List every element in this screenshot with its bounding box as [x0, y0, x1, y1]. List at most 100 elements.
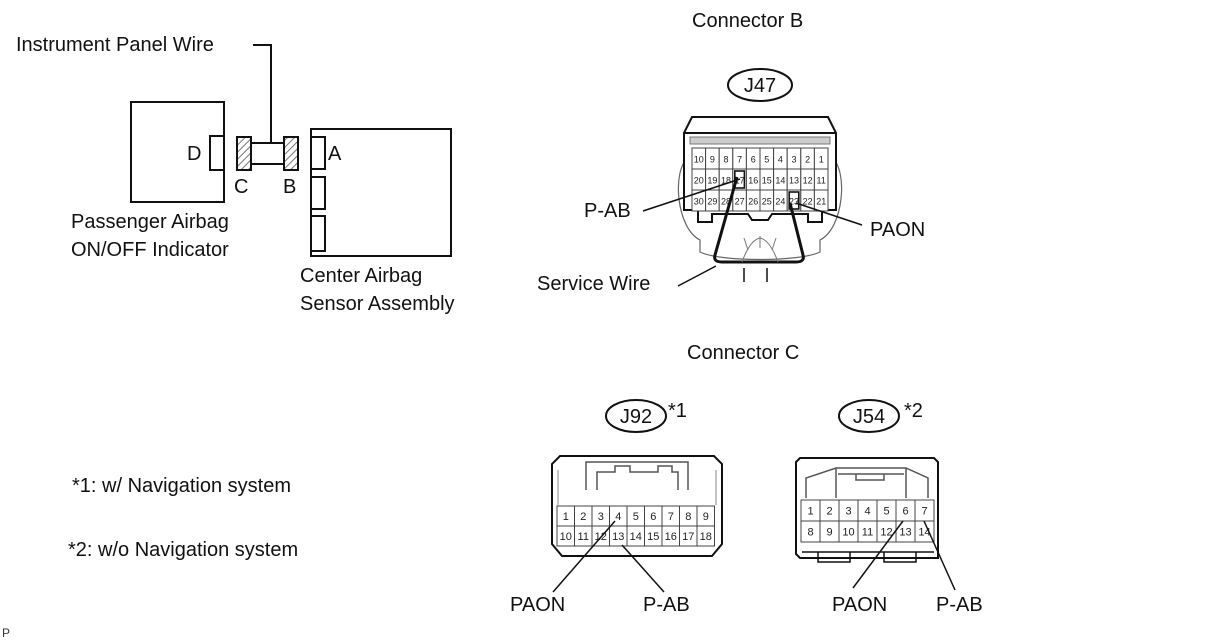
pin-number: 8	[723, 155, 728, 165]
pin-number: 27	[735, 197, 745, 207]
pin-number: 5	[633, 511, 639, 523]
pin-number: 22	[803, 197, 813, 207]
pin-number: 6	[650, 511, 656, 523]
pin-number: 2	[580, 511, 586, 523]
pin-number: 11	[862, 527, 873, 539]
pin-number: 13	[789, 176, 799, 186]
sensor-label-1: Center Airbag	[300, 265, 422, 287]
pin-number: 12	[803, 176, 813, 186]
pin-number: 16	[665, 531, 677, 543]
pin-number: 28	[721, 197, 731, 207]
pin-number: 20	[694, 176, 704, 186]
pin-number: 16	[748, 176, 758, 186]
connector-d-socket	[209, 135, 225, 171]
pin-number: 18	[700, 531, 712, 543]
pin-number: 8	[685, 511, 691, 523]
pin-number: 4	[864, 506, 870, 518]
pin-number: 2	[826, 506, 832, 518]
pin-number: 7	[737, 155, 742, 165]
pin-number: 10	[842, 527, 854, 539]
pin-number: 15	[762, 176, 772, 186]
pin-highlight	[788, 191, 800, 210]
connector-b-pab-label: P-AB	[584, 200, 631, 222]
connector-c-heading: Connector C	[687, 342, 799, 364]
pin-number: 3	[845, 506, 851, 518]
service-wire-label: Service Wire	[537, 273, 650, 295]
pin-number: 17	[682, 531, 694, 543]
pin-number: 11	[817, 176, 826, 186]
j54-code: J54	[853, 406, 885, 428]
connector-b-heading: Connector B	[692, 10, 803, 32]
pin-number: 29	[707, 197, 717, 207]
pin-number: 10	[694, 155, 704, 165]
pin-number: 6	[751, 155, 756, 165]
pin-number: 3	[598, 511, 604, 523]
pin-number: 15	[647, 531, 659, 543]
pin-number: 14	[630, 531, 642, 543]
pin-number: 2	[805, 155, 810, 165]
note-1: *1: w/ Navigation system	[72, 475, 291, 497]
service-wire	[713, 176, 805, 264]
pin-number: 1	[807, 506, 813, 518]
connector-d-letter: D	[187, 143, 201, 165]
j92-code: J92	[620, 406, 652, 428]
pin-number: 13	[612, 531, 624, 543]
sensor-label-2: Sensor Assembly	[300, 293, 455, 315]
connector-b-code: J47	[744, 75, 776, 97]
connector-c-letter: C	[234, 176, 248, 198]
pin-number: 8	[807, 527, 813, 539]
pin-number: 10	[560, 531, 572, 543]
pin-number: 9	[826, 527, 832, 539]
pin-number: 18	[721, 176, 731, 186]
pin-number: 24	[775, 197, 785, 207]
passenger-airbag-indicator-box	[130, 101, 225, 203]
instrument-panel-wire-label: Instrument Panel Wire	[16, 34, 214, 56]
left-overview: Instrument Panel Wire D C B A Passenger …	[16, 34, 455, 315]
connector-b-letter: B	[283, 176, 296, 198]
pin-number: 4	[615, 511, 621, 523]
wire-leader-line	[253, 44, 272, 142]
j92-note: *1	[668, 400, 687, 422]
connector-b-code-oval	[727, 68, 793, 102]
connector-b-paon-label: PAON	[870, 219, 925, 241]
connector-c-plug	[236, 136, 252, 171]
j54-paon-label: PAON	[832, 594, 887, 616]
j54-code-oval	[838, 399, 900, 433]
indicator-label-1: Passenger Airbag	[71, 211, 229, 233]
pin-cell	[696, 525, 715, 547]
pin-number: 9	[710, 155, 715, 165]
pin-number: 7	[668, 511, 674, 523]
pin-number: 3	[791, 155, 796, 165]
sensor-socket-2	[310, 176, 326, 210]
sensor-socket-3	[310, 215, 326, 252]
connector-b-plug	[283, 136, 299, 171]
note-2: *2: w/o Navigation system	[68, 539, 298, 561]
pin-number: 1	[819, 155, 824, 165]
connector-b-hood	[677, 157, 843, 261]
pin-number: 30	[694, 197, 704, 207]
j54-note: *2	[904, 400, 923, 422]
pin-number: 5	[883, 506, 889, 518]
pin-number: 9	[703, 511, 709, 523]
pin-number: 25	[762, 197, 772, 207]
pin-number: 19	[707, 176, 717, 186]
connector-c-group: Connector C J92 *1 123456789101112131415…	[510, 342, 983, 616]
j92-pin-grid: 123456789101112131415161718	[556, 505, 715, 547]
pin-number: 6	[902, 506, 908, 518]
pin-number: 4	[778, 155, 783, 165]
connector-a-socket	[310, 136, 326, 170]
pin-number: 1	[563, 511, 569, 523]
pin-number: 14	[775, 176, 785, 186]
pin-number: 7	[921, 506, 927, 518]
pin-number: 12	[880, 527, 892, 539]
j92-pab-label: P-AB	[643, 594, 690, 616]
j92-paon-label: PAON	[510, 594, 565, 616]
pin-number: 13	[899, 527, 911, 539]
pin-number: 17	[735, 176, 745, 186]
pin-number: 21	[816, 197, 826, 207]
j92-code-oval	[605, 399, 667, 433]
